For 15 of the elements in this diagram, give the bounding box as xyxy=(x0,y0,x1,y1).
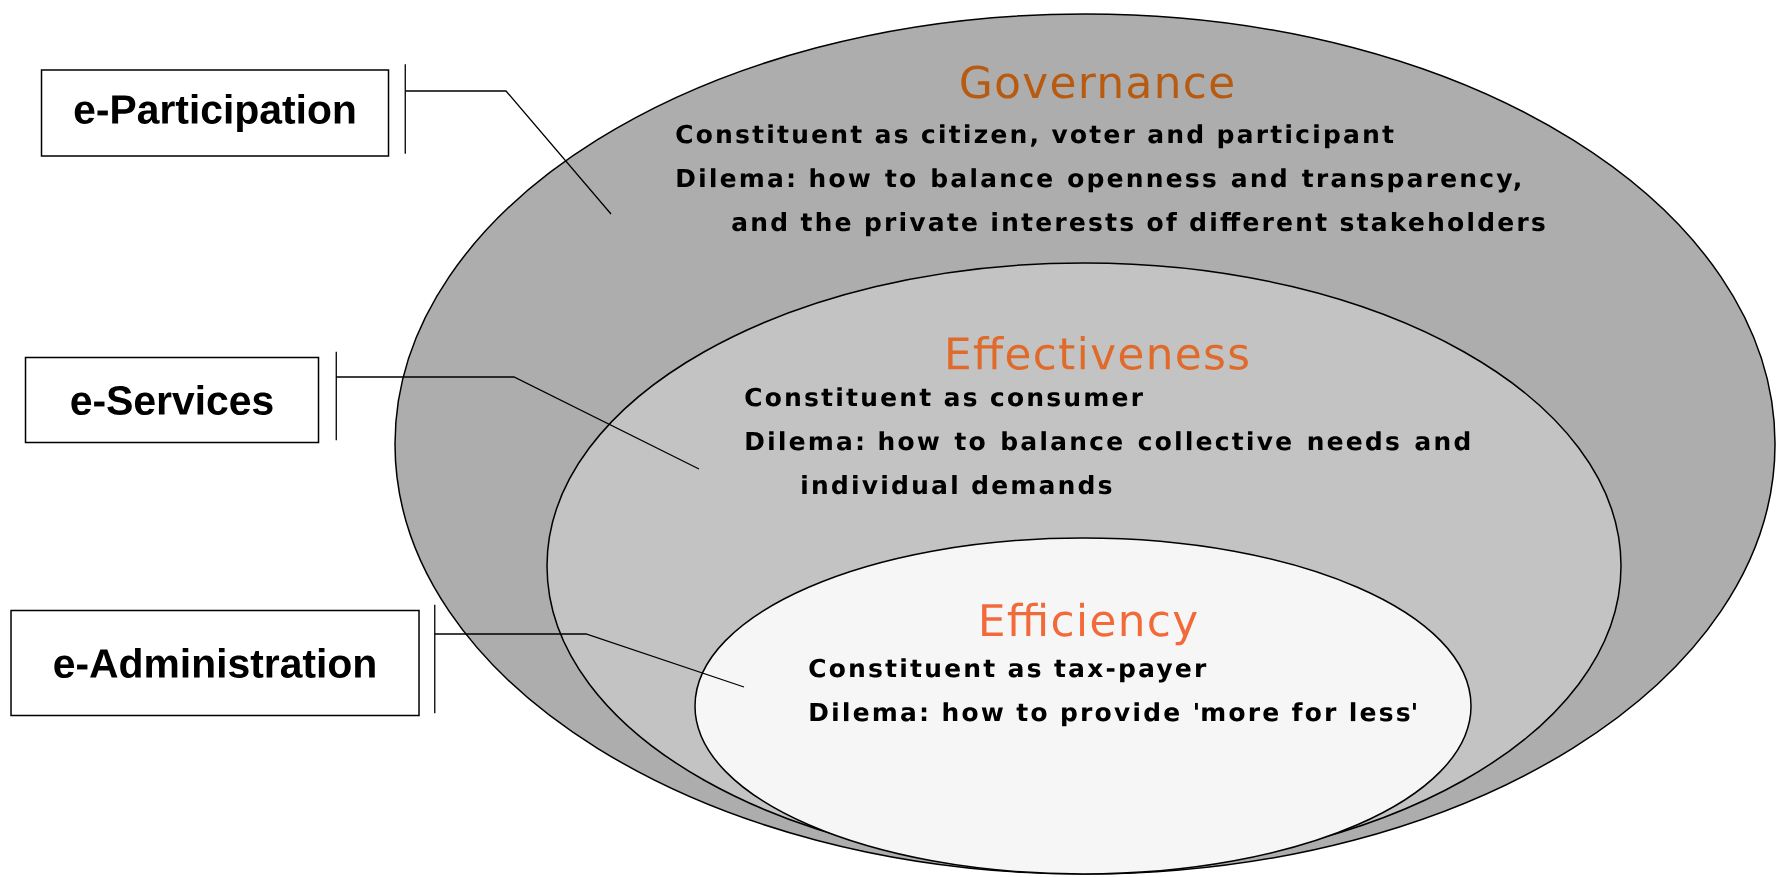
body-text: Dilema: how to balance openness and transparency, and the private interests of different stakeholders xyxy=(677,168,1545,237)
label-box: e-Services xyxy=(24,356,320,444)
body-text: Dilema: how to provide 'more for less' xyxy=(810,702,1416,727)
body-text: Dilema: how to balance collective needs and individual demands xyxy=(746,431,1470,495)
leader-line xyxy=(434,633,745,688)
body-text: Constituent as tax-payer xyxy=(809,658,1207,683)
body-text: Constituent as consumer xyxy=(745,387,1143,407)
heading: Effectiveness xyxy=(948,336,1248,370)
label-box: e-Participation xyxy=(40,69,390,157)
label-box: e-Administration xyxy=(10,609,420,717)
heading: Efficiency xyxy=(982,602,1197,646)
body-text: Constituent as citizen, voter and participant xyxy=(676,124,1394,149)
leader-line xyxy=(335,376,700,470)
heading: Governance xyxy=(961,65,1233,99)
leader-line xyxy=(404,90,612,215)
